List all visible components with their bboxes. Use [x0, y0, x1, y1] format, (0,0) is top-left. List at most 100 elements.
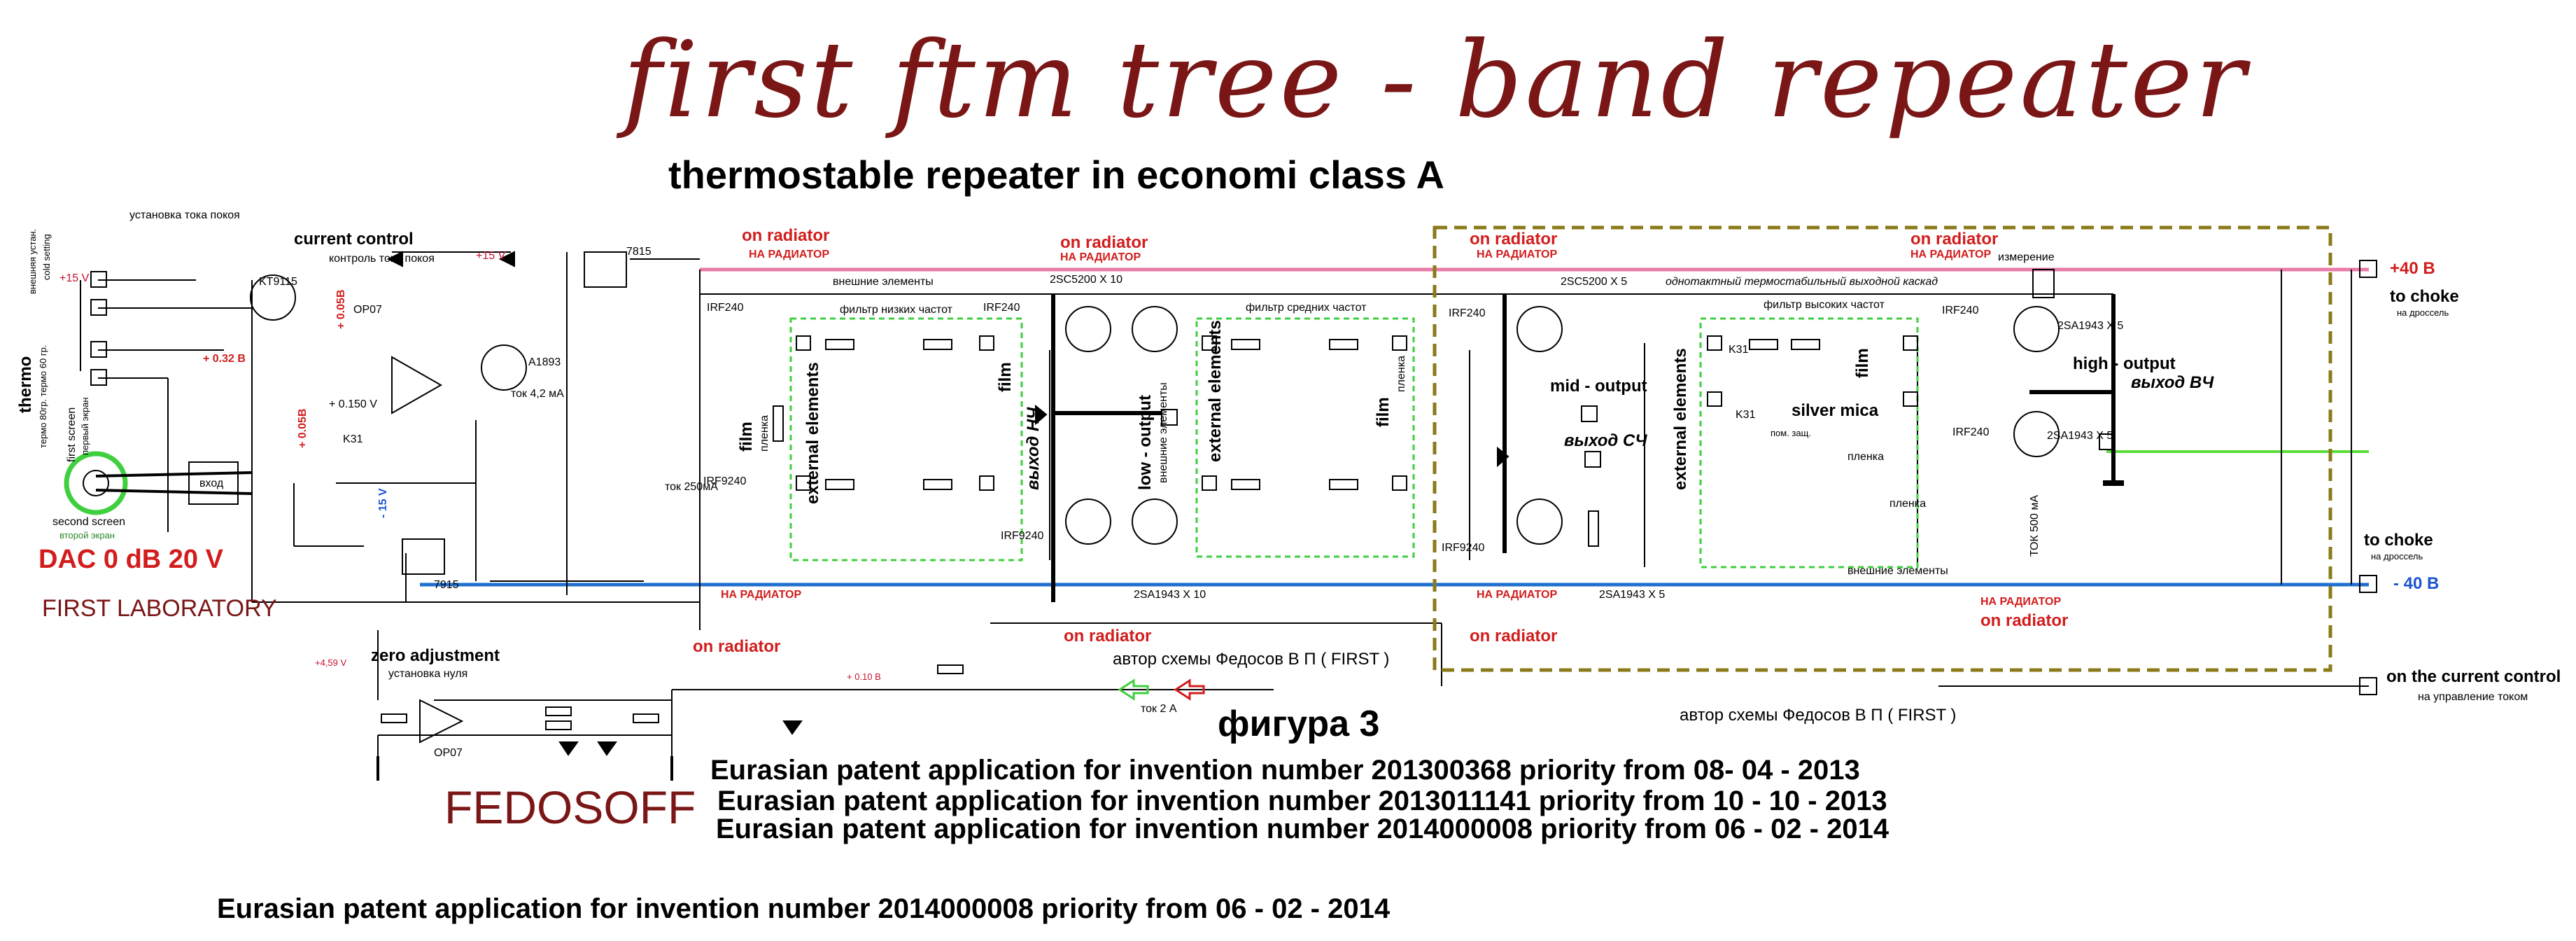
patent-line-3: Eurasian patent application for inventio…	[716, 814, 1889, 844]
label-2sc5200-x10: 2SC5200 X 10	[1050, 274, 1123, 286]
label-to-choke-bottom: to choke	[2364, 531, 2433, 550]
label-na-radiator-3: НА РАДИАТОР	[1477, 249, 1558, 260]
label-second-screen-ru: второй экран	[59, 530, 115, 541]
diagram-subtitle: thermostable repeater in economi class A	[668, 153, 1444, 197]
patent-line-2: Eurasian patent application for inventio…	[717, 786, 1887, 816]
label-irf9240-1: IRF9240	[703, 475, 747, 487]
label-na-drossel-top: на дроссель	[2397, 307, 2449, 318]
label-external-elements-2: external elements	[1206, 320, 1225, 462]
label-measure: измерение	[1998, 251, 2055, 263]
label-low-output: low - output	[1136, 395, 1155, 490]
label-dac: DAC 0 dB 20 V	[38, 545, 223, 574]
label-k31-input: K31	[343, 433, 363, 445]
label-na-drossel-bottom: на дроссель	[2371, 551, 2423, 562]
diagram-title: first ftm tree - band repeater	[623, 20, 2248, 141]
label-0-10v: + 0.10 B	[847, 671, 881, 682]
label-film-3: film	[1374, 397, 1393, 427]
label-irf240-1: IRF240	[707, 302, 744, 314]
label-first-screen: first screen	[66, 407, 78, 462]
label-author-2: автор схемы Федосов В П ( FIRST )	[1680, 706, 1957, 725]
label-na-radiator-5: НА РАДИАТОР	[721, 589, 802, 601]
label-4-59v: +4,59 V	[315, 657, 347, 668]
label-external-setting: внешняя устан.	[27, 228, 38, 294]
label-plenka-5: пленка	[1889, 498, 1926, 510]
label-high-output: high - output	[2073, 354, 2176, 373]
label-low-output-ru: внешние элементы	[1157, 382, 1169, 483]
label-film-4: film	[1853, 348, 1872, 378]
label-tok-250: ток 250мА	[665, 481, 718, 493]
label-first-screen-ru: первый экран	[80, 397, 90, 455]
label-2sa1943-x5-a: 2SA1943 X 5	[1599, 589, 1666, 601]
label-zero-adjustment: zero adjustment	[371, 646, 500, 665]
label-irf9240-2: IRF9240	[1001, 530, 1044, 542]
label-external-elements-ru-2: внешние элементы	[1847, 565, 1948, 577]
label-filter-low: фильтр низких частот	[840, 304, 952, 316]
patent-line-4: Eurasian patent application for inventio…	[217, 893, 1391, 924]
label-2sc5200-x5: 2SC5200 X 5	[1561, 276, 1628, 288]
label-filter-mid: фильтр средних частот	[1246, 302, 1367, 314]
label-minus15: - 15 V	[377, 488, 389, 518]
label-figure: фигура 3	[1218, 704, 1380, 744]
label-na-radiator-1: НА РАДИАТОР	[749, 249, 830, 260]
label-current-4-2: ток 4,2 мА	[511, 388, 564, 400]
label-kt9115: KT9115	[259, 276, 297, 288]
label-install-quiescent: установка тока покоя	[129, 209, 240, 221]
label-0-150v: + 0.150 V	[329, 398, 377, 410]
label-tok-2a: ток 2 А	[1141, 703, 1177, 715]
label-op07-a: OP07	[353, 304, 382, 316]
patent-line-1: Eurasian patent application for inventio…	[710, 755, 1860, 786]
label-on-radiator-1: on radiator	[742, 226, 830, 245]
label-plenka-3: пленка	[1395, 356, 1407, 392]
label-pom-zashch: пом. защ.	[1771, 428, 1811, 438]
label-plus40: +40 B	[2390, 259, 2435, 278]
label-plus15-left: +15 V	[59, 272, 90, 284]
label-output-mf-ru: выход СЧ	[1564, 431, 1647, 450]
label-output-hf-ru: выход ВЧ	[2131, 373, 2214, 392]
label-film-2: film	[996, 362, 1015, 392]
label-na-radiator-2: НА РАДИАТОР	[1060, 251, 1141, 263]
label-0-05v-a: + 0.05B	[335, 289, 347, 329]
label-on-radiator-2: on radiator	[1060, 233, 1148, 252]
label-current-control-ru: контроль тока покоя	[329, 253, 435, 265]
label-filter-high: фильтр высоких частот	[1764, 299, 1885, 311]
label-external-elements-ru-1: внешние элементы	[833, 276, 934, 288]
rca-input-ring	[64, 451, 128, 515]
label-irf9240-3: IRF9240	[1442, 542, 1485, 554]
label-first-laboratory: FIRST LABORATORY	[42, 595, 277, 622]
label-on-radiator-3: on radiator	[1470, 230, 1558, 249]
label-0-05v-b: + 0.05B	[297, 408, 309, 448]
label-one-cycle-stage: однотактный термостабильный выходной кас…	[1666, 276, 1938, 288]
label-7815: 7815	[626, 246, 652, 258]
label-minus40: - 40 B	[2393, 574, 2440, 593]
label-input: вход	[199, 478, 224, 489]
label-plenka-1: пленка	[759, 415, 770, 452]
label-op07-b: OP07	[434, 747, 463, 759]
label-na-radiator-6: НА РАДИАТОР	[1477, 589, 1558, 601]
label-film-1: film	[737, 421, 756, 452]
label-a1893: A1893	[528, 356, 561, 368]
label-cold-setting: cold setting	[41, 234, 52, 280]
label-fedosoff: FEDOSOFF	[444, 781, 696, 833]
label-on-radiator-7: on radiator	[1470, 627, 1558, 646]
label-thermo-ru: термо 80гр. термо 60 гр.	[38, 344, 48, 448]
label-on-current-control: on the current control	[2386, 667, 2561, 686]
label-0-32v: + 0.32 B	[203, 353, 246, 365]
label-thermo: thermo	[16, 356, 35, 413]
label-irf240-5: IRF240	[1952, 426, 1990, 438]
label-external-elements-1: external elements	[803, 362, 822, 504]
label-external-elements-3: external elements	[1671, 348, 1690, 490]
label-na-upravlenie: на управление током	[2418, 691, 2528, 703]
label-on-radiator-5: on radiator	[693, 637, 781, 656]
label-silver-mica: silver mica	[1792, 401, 1879, 420]
label-author-1: автор схемы Федосов В П ( FIRST )	[1113, 650, 1390, 669]
label-mid-output: mid - output	[1550, 377, 1647, 396]
label-output-lf-ru: выход НЧ	[1024, 407, 1043, 490]
label-on-radiator-6: on radiator	[1064, 627, 1152, 646]
label-2sa1943-x5-b: 2SA1943 X 5	[2057, 320, 2124, 332]
label-second-screen: second screen	[52, 516, 126, 528]
label-2sa1943-x5-c: 2SA1943 X 5	[2047, 430, 2113, 442]
label-7915: 7915	[434, 579, 459, 591]
label-k31-high-2: K31	[1736, 409, 1756, 421]
label-irf240-3: IRF240	[1449, 307, 1486, 319]
